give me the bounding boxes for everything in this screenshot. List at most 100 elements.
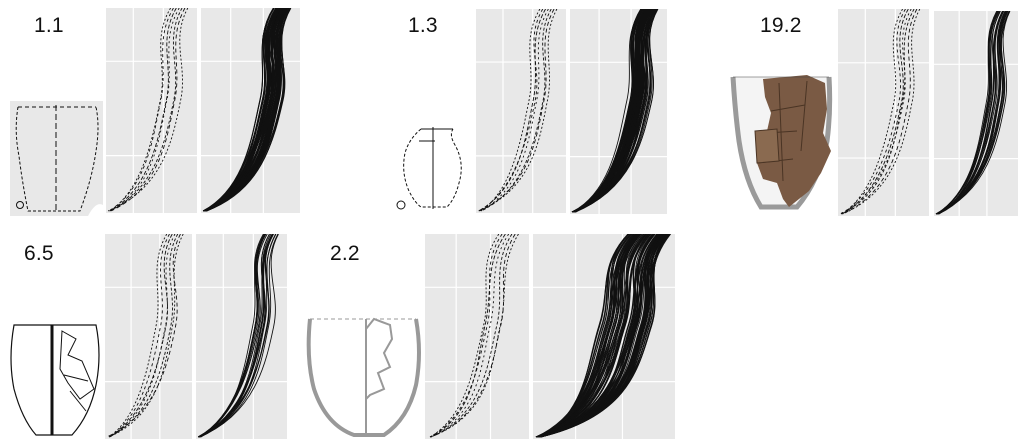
profile-line — [540, 234, 649, 438]
profile-line — [536, 234, 632, 438]
profile-line — [430, 234, 516, 438]
profile-overlay-sparse-2-2 — [425, 234, 529, 439]
group-label-1-1: 1.1 — [34, 14, 64, 37]
profile-line — [540, 234, 629, 438]
profile-line — [539, 234, 654, 438]
profile-line — [204, 8, 290, 212]
profile-line — [204, 8, 275, 212]
profile-line — [199, 234, 279, 438]
profile-line — [199, 234, 277, 438]
vessel-photo-19-2 — [727, 71, 835, 217]
profile-line — [430, 234, 510, 438]
profile-line — [572, 9, 659, 213]
profile-line — [479, 9, 544, 212]
profile-line — [572, 9, 656, 213]
profile-line — [937, 11, 1001, 215]
profile-line — [481, 9, 552, 212]
profile-overlay-dense-6-5 — [196, 234, 287, 439]
profile-line — [935, 11, 1008, 215]
profile-line — [842, 9, 903, 215]
profile-line — [839, 9, 912, 215]
profile-overlay-sparse-1-1 — [106, 8, 197, 213]
profile-line — [109, 234, 173, 438]
profile-line — [537, 234, 646, 438]
group-label-1-3: 1.3 — [408, 14, 438, 37]
profile-line — [204, 8, 281, 212]
vessel-drawing-1-3 — [391, 123, 471, 213]
profile-line — [108, 8, 174, 212]
profile-line — [536, 234, 671, 438]
profile-line — [536, 234, 642, 438]
profile-line — [204, 8, 289, 212]
profile-line — [110, 8, 186, 212]
profile-line — [538, 234, 666, 438]
profile-line — [842, 9, 909, 215]
profile-overlay-sparse-1-3 — [476, 9, 566, 213]
profile-line — [935, 11, 1004, 215]
profile-line — [109, 8, 183, 212]
profile-line — [106, 234, 181, 438]
profile-line — [203, 8, 279, 212]
profile-line — [478, 9, 546, 212]
profile-line — [537, 234, 631, 438]
profile-overlay-dense-19-2 — [934, 11, 1018, 216]
group-label-6-5: 6.5 — [24, 242, 54, 265]
profile-line — [938, 11, 1005, 215]
profile-line — [198, 234, 279, 438]
profile-line — [110, 8, 180, 212]
profile-line — [574, 9, 654, 213]
profile-line — [480, 9, 549, 212]
profile-line — [572, 9, 646, 213]
profile-line — [536, 234, 635, 438]
profile-line — [539, 234, 637, 438]
profile-line — [205, 8, 275, 212]
profile-line — [109, 234, 170, 438]
vessel-drawing-1-1 — [10, 101, 103, 216]
profile-line — [540, 234, 662, 438]
profile-line — [430, 234, 513, 438]
profile-line — [109, 8, 177, 212]
profile-line — [107, 8, 189, 212]
profile-line — [430, 234, 519, 438]
vessel-drawing-6-5 — [6, 319, 102, 439]
profile-overlay-dense-1-3 — [570, 9, 667, 214]
group-label-2-2: 2.2 — [330, 242, 360, 265]
profile-overlay-dense-1-1 — [201, 8, 300, 213]
profile-line — [205, 8, 291, 212]
profile-line — [936, 11, 1006, 215]
profile-line — [536, 234, 635, 438]
profile-line — [537, 234, 662, 438]
profile-overlay-sparse-6-5 — [105, 234, 192, 439]
profile-overlay-sparse-19-2 — [838, 9, 929, 216]
profile-line — [572, 9, 652, 213]
profile-line — [574, 9, 642, 213]
profile-overlay-dense-2-2 — [533, 234, 675, 439]
profile-line — [199, 234, 265, 438]
profile-line — [572, 9, 642, 213]
profile-line — [539, 234, 637, 438]
profile-line — [840, 9, 906, 215]
profile-line — [202, 8, 283, 212]
profile-line — [538, 234, 643, 438]
profile-line — [108, 234, 184, 438]
profile-line — [480, 9, 541, 212]
group-label-19-2: 19.2 — [760, 14, 802, 37]
profile-line — [936, 11, 1011, 215]
profile-line — [573, 9, 650, 213]
profile-line — [199, 234, 266, 438]
profile-line — [198, 234, 270, 438]
profile-line — [478, 9, 555, 212]
profile-line — [935, 11, 1004, 215]
profile-line — [429, 234, 506, 438]
profile-line — [541, 234, 650, 438]
profile-line — [842, 9, 921, 215]
profile-line — [842, 9, 918, 215]
profile-line — [206, 8, 285, 212]
profile-line — [108, 234, 179, 438]
profile-line — [198, 234, 274, 438]
profile-line — [936, 11, 998, 215]
profile-line — [429, 234, 503, 438]
profile-line — [572, 9, 646, 213]
profile-line — [938, 11, 1008, 215]
profile-line — [840, 9, 915, 215]
